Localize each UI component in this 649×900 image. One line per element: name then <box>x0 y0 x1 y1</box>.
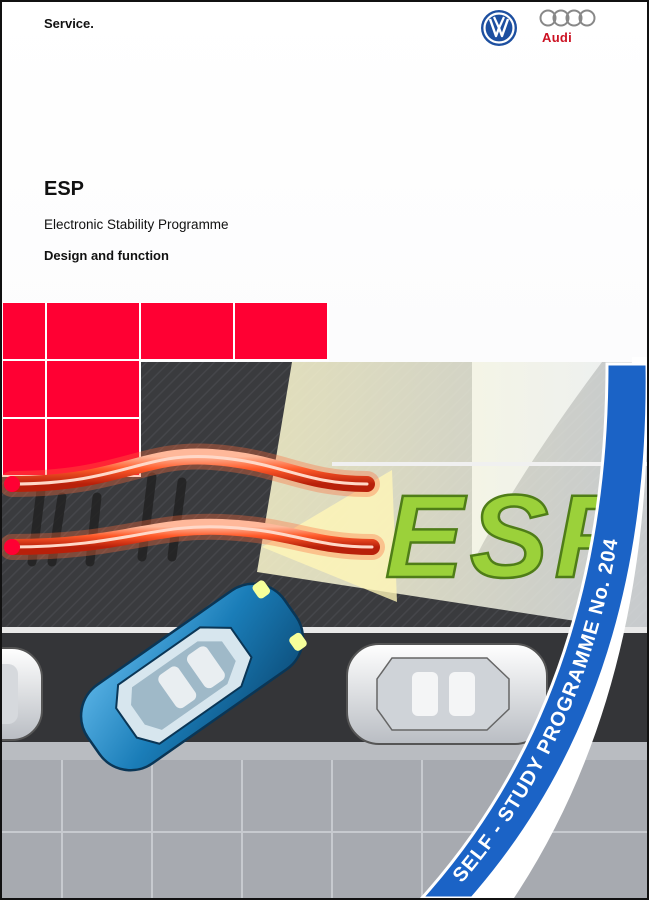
page-subtitle: Electronic Stability Programme <box>44 217 229 232</box>
service-label: Service. <box>44 16 94 31</box>
audi-rings-icon <box>539 9 596 27</box>
cover-illustration: ESP SELF - STUDY PROGRAMME No <box>2 302 647 898</box>
audi-wordmark: Audi <box>542 30 573 45</box>
page-subtitle-design: Design and function <box>44 248 169 263</box>
page-title: ESP <box>44 178 85 200</box>
vw-logo-icon <box>481 10 517 46</box>
